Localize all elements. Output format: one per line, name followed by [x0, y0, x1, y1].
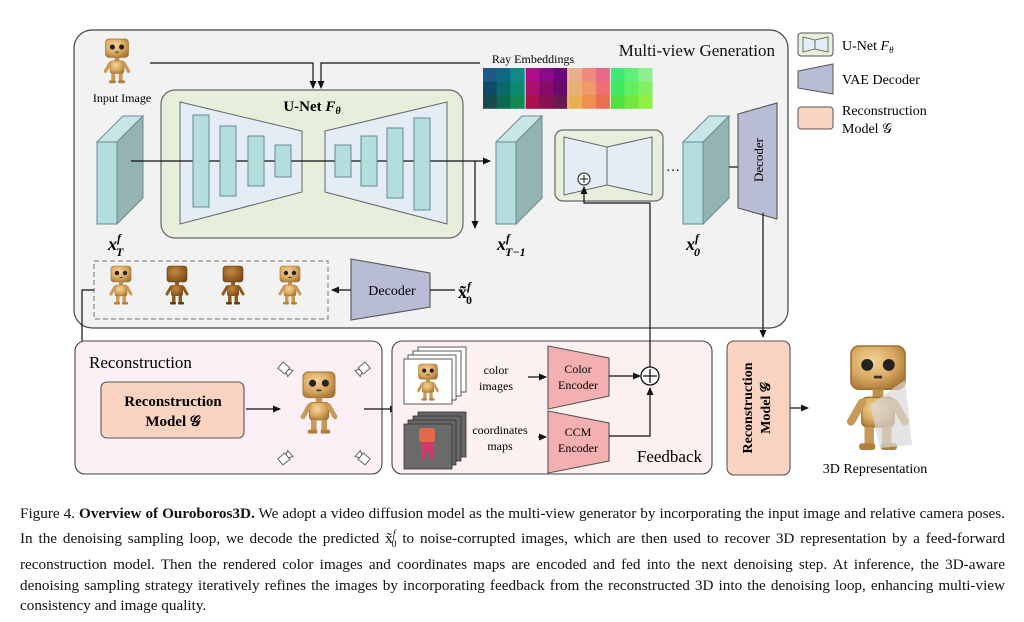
ray-embedding-cell [496, 81, 511, 96]
input-to-unet-arrow [150, 62, 317, 89]
ray-embedding-cell [582, 81, 597, 96]
decoder-vertical-label: Decoder [751, 137, 766, 182]
figure-caption: Figure 4. Overview of Ouroboros3D. We ad… [20, 504, 1005, 617]
ray-embedding-cell [568, 68, 583, 82]
ray-embedding-cell [525, 95, 540, 109]
ray-embedding-cell [510, 68, 525, 82]
input-image-label: Input Image [93, 91, 151, 105]
ray-embedding-cell [525, 68, 540, 82]
legend: U-Net Fθ VAE Decoder Reconstruction Mode… [797, 32, 927, 137]
ccm-encoder-line2: Encoder [558, 441, 598, 455]
recon-model-line1: Reconstruction [124, 394, 222, 410]
ray-embedding-cell [539, 68, 554, 82]
ray-embedding-cell [483, 95, 498, 109]
ray-embedding-cell [483, 81, 498, 96]
ray-embedding-cell [568, 81, 583, 96]
latent-block-xT [95, 114, 145, 226]
multiview-generation-title: Multi-view Generation [619, 41, 776, 60]
ray-embedding-cell [638, 68, 653, 82]
legend-recon-label-line1: Reconstruction [842, 104, 927, 119]
feedback-title: Feedback [637, 447, 703, 466]
ray-embedding-cell [525, 81, 540, 96]
color-images-label-line2: images [479, 379, 513, 393]
ray-embeddings-label: Ray Embeddings [492, 52, 575, 66]
ray-embedding-cell [483, 68, 498, 82]
ray-embedding-cell [624, 81, 639, 96]
caption-text-1: We adopt a video diffusion model as the … [20, 505, 1005, 547]
color-encoder [547, 345, 610, 410]
ray-embedding-cell [638, 81, 653, 96]
ray-embedding-cell [624, 95, 639, 109]
ray-embedding-cell [638, 95, 653, 109]
ray-embedding-cell [510, 81, 525, 96]
recon-model-vertical-line1: Reconstruction [741, 362, 756, 453]
ray-embedding-cell [553, 95, 568, 109]
coord-maps-label-line1: coordinates [472, 423, 528, 437]
figure-label: Figure 4. [20, 505, 76, 522]
ray-embedding-cell [510, 95, 525, 109]
legend-unet-icon [797, 32, 834, 57]
ray-embedding-cell [610, 68, 625, 82]
ray-embedding-cell [610, 81, 625, 96]
latent-block-xT-1 [494, 114, 544, 226]
coord-maps-label-line2: maps [487, 439, 513, 453]
color-images-stack [403, 346, 467, 405]
ray-embedding-cell [624, 68, 639, 82]
ccm-encoder [547, 410, 610, 474]
feedback-to-unet-arrow [580, 186, 651, 367]
reconstruction-title: Reconstruction [89, 353, 192, 372]
unet-title: U-Net Fθ [283, 99, 341, 117]
ray-embedding-cell [582, 68, 597, 82]
unet-layers [192, 114, 431, 211]
3d-representation-label: 3D Representation [823, 462, 928, 477]
legend-reconstruction-icon [797, 106, 834, 130]
ray-embedding-cell [595, 68, 610, 82]
ray-embedding-cell [610, 95, 625, 109]
caption-title: Overview of Ouroboros3D. [79, 505, 255, 522]
ray-embedding-cell [595, 81, 610, 96]
caption-text-2: to noise-corrupted images, which are the… [20, 529, 1005, 615]
latent-block-x0 [681, 114, 731, 226]
ray-embedding-cell [553, 68, 568, 82]
ray-embedding-cell [539, 95, 554, 109]
recon-model-line2: Model 𝒢 [145, 414, 201, 430]
ray-embedding-cell [582, 95, 597, 109]
ray-embeddings-grid [483, 68, 653, 109]
ellipsis: ··· [666, 164, 680, 179]
ray-embedding-cell [595, 95, 610, 109]
vae-decoder-vertical [737, 102, 778, 220]
ray-embedding-cell [553, 81, 568, 96]
architecture-diagram: Multi-view Generation Input Image Ray Em… [73, 29, 928, 477]
decoder-label: Decoder [368, 284, 416, 299]
legend-unet-label: U-Net Fθ [842, 39, 894, 55]
caption-math: x̃f0 [385, 528, 397, 550]
ray-embedding-cell [539, 81, 554, 96]
recon-model-vertical-line2: Model 𝒢 [759, 381, 774, 434]
coordinate-maps-stack [403, 411, 467, 470]
ccm-encoder-line1: CCM [565, 425, 592, 439]
color-images-label-line1: color [484, 363, 509, 377]
vae-decoder-horizontal [350, 258, 431, 321]
ray-embedding-cell [496, 95, 511, 109]
color-encoder-line2: Encoder [558, 378, 598, 392]
reconstruction-model-box [100, 381, 245, 439]
ray-embedding-cell [568, 95, 583, 109]
ray-to-unet-arrow [317, 62, 480, 89]
ray-embedding-cell [496, 68, 511, 82]
legend-vae-decoder-label: VAE Decoder [842, 73, 920, 88]
color-encoder-line1: Color [564, 362, 591, 376]
legend-recon-label-line2: Model 𝒢 [842, 122, 892, 137]
legend-vae-decoder-icon [797, 63, 834, 95]
unet-small-block [554, 129, 664, 202]
